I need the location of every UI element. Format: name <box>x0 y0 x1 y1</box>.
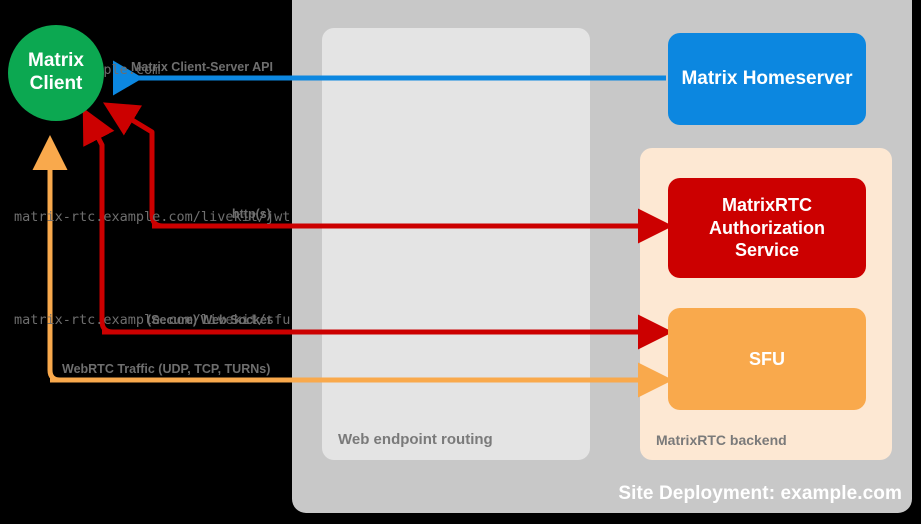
node-matrixrtc-authorization-service[interactable]: MatrixRTC Authorization Service <box>668 178 866 278</box>
matrixrtc-backend-label: MatrixRTC backend <box>656 432 787 448</box>
web-endpoint-routing-container: Web endpoint routing <box>322 28 590 460</box>
node-matrix-homeserver[interactable]: Matrix Homeserver <box>668 33 866 125</box>
web-endpoint-routing-label: Web endpoint routing <box>338 431 493 448</box>
endpoint-url-jwt: matrix-rtc.example.com/livekit/jwt <box>14 209 291 225</box>
node-sfu-label: SFU <box>749 348 785 369</box>
flow-label-web-socket: (Secure) Web Socket <box>147 313 272 327</box>
node-sfu[interactable]: SFU <box>668 308 866 410</box>
node-auth-line1: MatrixRTC <box>721 195 812 216</box>
node-matrix-client-line2: Client <box>29 73 83 94</box>
flow-label-https: http(s) <box>232 207 271 221</box>
node-matrix-homeserver-label: Matrix Homeserver <box>681 68 853 90</box>
node-matrix-client-line1: Matrix <box>28 50 84 72</box>
endpoint-url-sfu: matrix-rtc.example.com/livekit/sfu <box>14 312 291 328</box>
node-auth-line3: Service <box>734 240 800 261</box>
node-auth-line2: Authorization <box>709 217 825 238</box>
flow-label-webrtc: WebRTC Traffic (UDP, TCP, TURNs) <box>62 362 271 376</box>
node-matrix-client[interactable]: Matrix Client <box>8 25 104 121</box>
site-deployment-label: Site Deployment: example.com <box>618 483 902 504</box>
flow-label-client-server-api: Matrix Client-Server API <box>131 60 273 74</box>
